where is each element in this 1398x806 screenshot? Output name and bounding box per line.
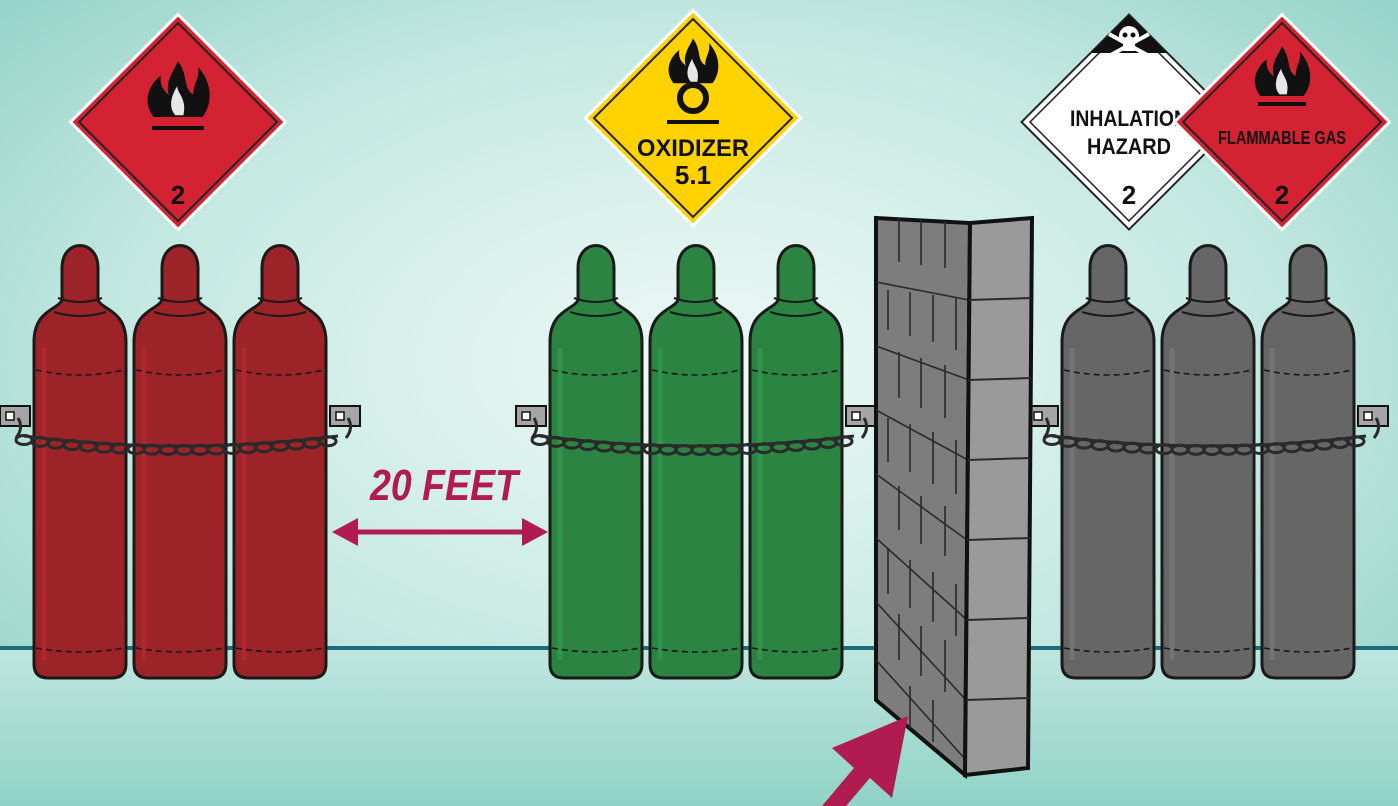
restraint-chain bbox=[14, 434, 339, 456]
inhalation-hazard-placard: INHALATION HAZARD 2 bbox=[1020, 13, 1238, 231]
placard-label-line2: HAZARD bbox=[1087, 134, 1171, 159]
placard-division-number: 2 bbox=[1275, 180, 1289, 210]
placard-division-number: 5.1 bbox=[675, 160, 711, 190]
placard-label: OXIDIZER bbox=[637, 135, 749, 162]
gas-cylinder bbox=[32, 244, 128, 680]
placard-label: FLAMMABLE GAS bbox=[1218, 128, 1346, 148]
restraint-chain bbox=[1042, 434, 1367, 456]
gas-cylinder bbox=[132, 244, 228, 680]
gas-cylinder bbox=[748, 244, 844, 680]
gas-cylinder bbox=[548, 244, 644, 680]
gas-cylinder bbox=[1260, 244, 1356, 680]
flammable-cylinder-group bbox=[0, 244, 361, 680]
placard-label-line1: INHALATION bbox=[1070, 106, 1188, 131]
separation-distance-label: 20 FEET bbox=[369, 461, 521, 510]
toxic-cylinder-group bbox=[1027, 244, 1389, 680]
block-wall-icon bbox=[874, 215, 1035, 780]
wall-bracket bbox=[329, 405, 361, 439]
restraint-chain bbox=[530, 434, 855, 456]
oxidizer-placard: OXIDIZER 5.1 bbox=[583, 8, 803, 228]
diagonal-arrow-icon bbox=[822, 716, 908, 806]
placard-division-number: 2 bbox=[171, 180, 185, 210]
wall-bracket bbox=[1357, 405, 1389, 439]
flame-over-circle-icon bbox=[667, 38, 719, 124]
gas-cylinder bbox=[1060, 244, 1156, 680]
oxidizer-cylinder-group bbox=[515, 244, 877, 680]
flammable-gas-placard: FLAMMABLE GAS 2 bbox=[1172, 12, 1392, 232]
flammable-placard: 2 bbox=[68, 12, 288, 232]
skull-and-crossbones-icon bbox=[1108, 26, 1150, 58]
separation-indicator: 20 FEET bbox=[332, 461, 548, 546]
gas-cylinder bbox=[648, 244, 744, 680]
gas-cylinder bbox=[1160, 244, 1256, 680]
wall-bracket bbox=[845, 405, 877, 439]
placard-division-number: 2 bbox=[1122, 180, 1136, 210]
wall-bracket bbox=[515, 405, 547, 439]
gas-cylinder bbox=[232, 244, 328, 680]
double-arrow-icon bbox=[332, 518, 548, 546]
